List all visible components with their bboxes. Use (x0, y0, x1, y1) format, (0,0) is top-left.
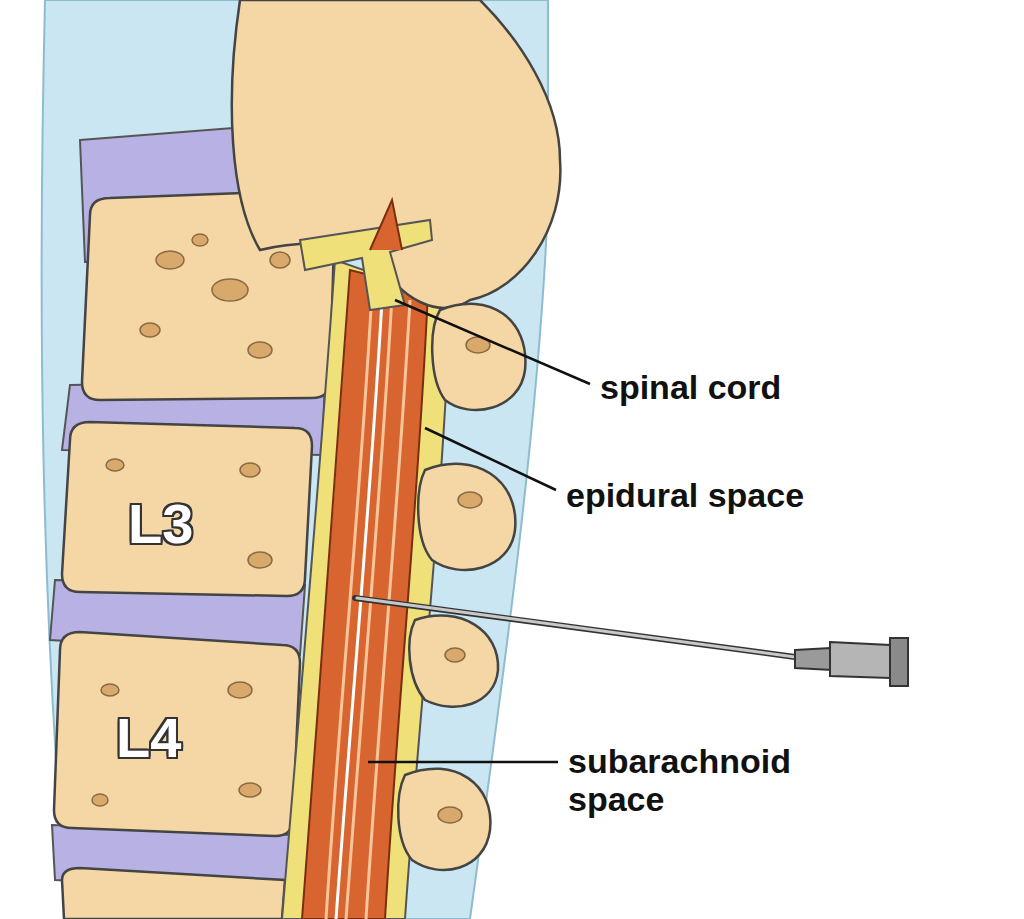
vertebral-body (62, 422, 312, 596)
bone-texture (438, 337, 490, 823)
subarachnoid-space (336, 300, 382, 919)
needle-hub (795, 638, 908, 686)
vertebra-label: L4 (116, 708, 236, 768)
vertebral-body (54, 632, 300, 836)
posterior-vertebra (232, 0, 561, 308)
structure-label: spinal cord (600, 368, 900, 406)
structure-label: subarachnoid space (568, 742, 858, 818)
spinous-process (398, 304, 525, 870)
needle-shaft (355, 598, 795, 657)
bone-texture (92, 234, 290, 806)
vertebra-label: L3 (128, 494, 248, 554)
cord-root (370, 200, 402, 250)
ligament (300, 220, 432, 310)
vertebral-body (62, 868, 285, 919)
structure-label: epidural space (566, 476, 886, 514)
leader-line (368, 300, 590, 762)
needle-shaft (357, 598, 795, 657)
